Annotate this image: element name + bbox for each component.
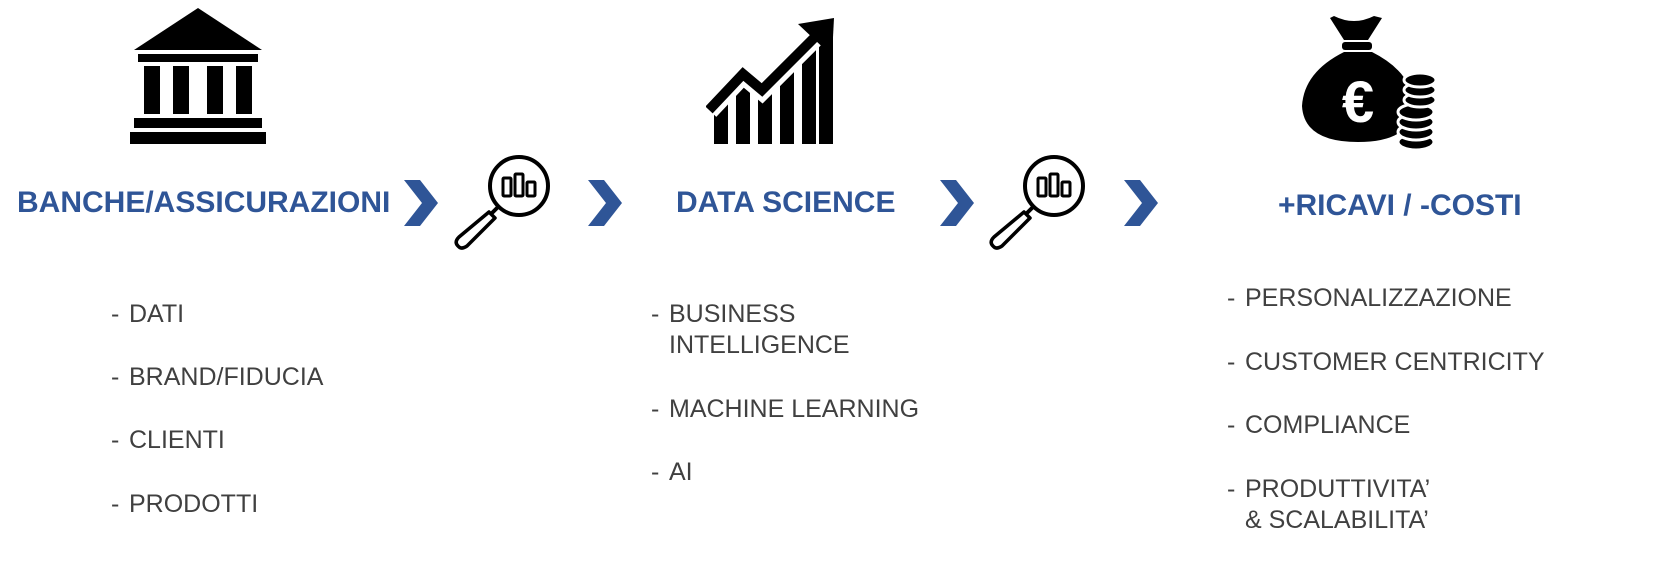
heading-ricavi-costi: +RICAVI / -COSTI — [1278, 189, 1522, 222]
list-ricavi-costi: -PERSONALIZZAZIONE -CUSTOMER CENTRICITY … — [1227, 283, 1647, 553]
list-item: -MACHINE LEARNING — [651, 395, 920, 423]
list-item: -BRAND/FIDUCIA — [111, 363, 324, 391]
chevron-right-icon — [588, 180, 622, 226]
list-item: -BUSINESS INTELLIGENCE — [651, 300, 850, 359]
chevron-right-icon — [940, 180, 974, 226]
list-banche: -DATI -BRAND/FIDUCIA -CLIENTI -PRODOTTI — [111, 299, 411, 539]
list-item: -CUSTOMER CENTRICITY — [1227, 348, 1545, 376]
list-data-science: -BUSINESS INTELLIGENCE -MACHINE LEARNING… — [651, 299, 971, 499]
bank-icon — [128, 8, 268, 146]
magnifier-analytics-icon — [988, 154, 1090, 250]
svg-text:€: € — [1342, 70, 1374, 135]
list-item: -CLIENTI — [111, 426, 225, 454]
heading-data-science: DATA SCIENCE — [676, 186, 896, 219]
chevron-right-icon — [1124, 180, 1158, 226]
heading-banche-assicurazioni: BANCHE/ASSICURAZIONI — [17, 186, 391, 219]
list-item: -PERSONALIZZAZIONE — [1227, 284, 1512, 312]
list-item: -PRODOTTI — [111, 490, 259, 518]
growth-chart-icon — [706, 16, 838, 146]
list-item: -COMPLIANCE — [1227, 411, 1411, 439]
list-item: -AI — [651, 458, 693, 486]
money-bag-euro-icon: € — [1296, 10, 1440, 152]
magnifier-analytics-icon — [453, 154, 555, 250]
chevron-right-icon — [404, 180, 438, 226]
list-item: -PRODUTTIVITA’ & SCALABILITA’ — [1227, 475, 1431, 534]
list-item: -DATI — [111, 300, 185, 328]
